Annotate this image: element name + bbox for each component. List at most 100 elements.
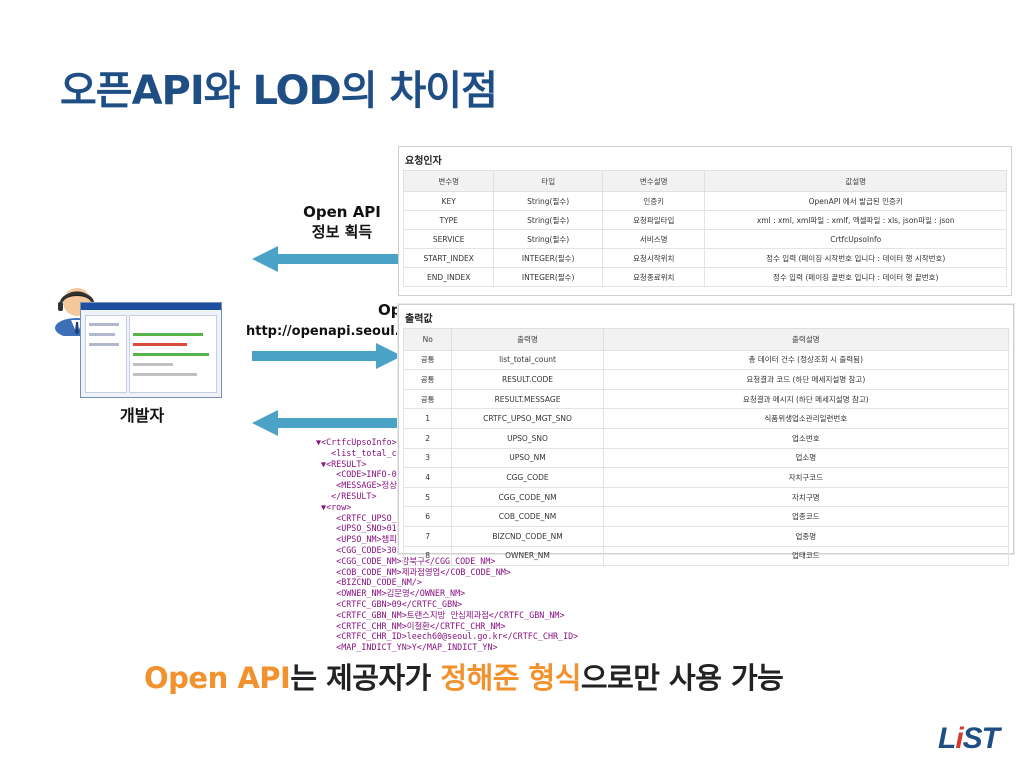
xml-line: <CRTFC_GBN>09</CRTFC_GBN> [316, 598, 463, 609]
table-cell: String(필수) [493, 229, 603, 249]
table-cell: 공통 [402, 369, 453, 390]
table-cell: 4 [402, 467, 453, 488]
table-cell: xml : xml, xml파일 : xmlf, 엑셀파일 : xls, jso… [704, 210, 1007, 230]
table-cell: 요청시작위치 [601, 248, 706, 268]
table-cell: OWNER_NM [451, 545, 604, 567]
table-cell: 7 [402, 525, 453, 547]
table-cell: 식품위생업소관리일련번호 [602, 408, 1010, 429]
table-cell: RESULT.MESSAGE [451, 388, 604, 410]
table-header: 변수설명 [601, 170, 706, 192]
table-cell: 2 [402, 427, 453, 449]
table-cell: 공통 [402, 388, 453, 410]
table-cell: 8 [402, 545, 453, 567]
table-cell: 요청결과 메시지 (하단 메세지설명 참고) [602, 388, 1010, 410]
table-cell: 업종코드 [602, 506, 1010, 527]
table-cell: SERVICE [402, 229, 495, 249]
table-cell: CrtfcUpsoInfo [704, 229, 1007, 249]
developer-label: 개발자 [120, 406, 165, 425]
table-header: 타입 [493, 170, 603, 192]
table-cell: list_total_count [451, 349, 604, 371]
summary-part2: 는 제공자가 [290, 661, 441, 695]
table-cell: 3 [402, 447, 453, 469]
table-header: 출력명 [451, 328, 604, 351]
xml-line: <OWNER_NM>김문영</OWNER_NM> [316, 588, 466, 599]
xml-line: <CRTFC_UPSO_M [316, 512, 402, 523]
table-cell: 정수 입력 (페이징 시작번호 입니다 : 데이터 행 시작번호) [704, 248, 1007, 268]
table-cell: 5 [402, 486, 453, 508]
table-header: No [402, 328, 453, 351]
table-cell: 자치구코드 [602, 467, 1010, 488]
table-cell: START_INDEX [402, 248, 495, 268]
xml-line: <CRTFC_CHR_NM>이철환</CRTFC_CHR_NM> [316, 620, 506, 631]
table-cell: 1 [402, 408, 453, 429]
open-api-label-line1: Open API [303, 203, 381, 221]
table-cell: 업소번호 [602, 427, 1010, 449]
table-cell: 6 [402, 506, 453, 527]
table-cell: 정수 입력 (페이징 끝번호 입니다 : 데이터 행 끝번호) [704, 267, 1007, 287]
table-cell: KEY [402, 191, 495, 211]
xml-line: <MESSAGE>정상 [316, 480, 397, 491]
response-panel-title: 출력값 [405, 314, 433, 325]
open-api-label-line2: 정보 획득 [311, 223, 373, 241]
table-cell: 인증키 [601, 191, 706, 211]
open-api-label: Open API 정보 획득 [294, 202, 390, 242]
table-cell: 요청결과 코드 (하단 메세지설명 참고) [602, 369, 1010, 390]
table-cell: CGG_CODE_NM [451, 486, 604, 508]
xml-line: </RESULT> [316, 490, 377, 501]
table-cell: 공통 [402, 349, 453, 371]
table-cell: UPSO_NM [451, 447, 604, 469]
slide-title: 오픈API와 LOD의 차이점 [60, 68, 498, 114]
logo-part-a: L [938, 722, 956, 755]
arrow-right-middle [252, 343, 402, 369]
table-cell: CGG_CODE [451, 467, 604, 488]
table-cell: TYPE [402, 210, 495, 230]
middle-label: Op [378, 301, 402, 319]
table-cell: String(필수) [493, 191, 603, 211]
summary-part4: 으로만 사용 가능 [580, 661, 784, 695]
developer-screen-thumbnail [80, 302, 222, 398]
xml-line: <CGG_CODE>300 [316, 544, 402, 555]
arrow-left-bottom [252, 410, 402, 436]
table-cell: CRTFC_UPSO_MGT_SNO [451, 408, 604, 429]
table-cell: UPSO_SNO [451, 427, 604, 449]
logo-part-c: ST [962, 722, 1000, 755]
summary-statement: Open API는 제공자가 정해준 형식으로만 사용 가능 [144, 655, 784, 697]
table-header: 값설명 [704, 170, 1007, 192]
table-cell: INTEGER(필수) [493, 267, 603, 287]
table-cell: RESULT.CODE [451, 369, 604, 390]
table-header: 변수명 [402, 170, 495, 192]
xml-line: ▼<RESULT> [316, 458, 367, 469]
xml-line: ▼<CrtfcUpsoInfo> [316, 437, 397, 447]
table-cell: OpenAPI 에서 발급된 인증키 [704, 191, 1007, 211]
table-header: 출력설명 [602, 328, 1010, 351]
api-url-label: http://openapi.seoul. [246, 324, 400, 339]
table-cell: 업소명 [602, 447, 1010, 469]
xml-line: <BIZCND_CODE_NM/> [316, 577, 422, 588]
arrow-left-top [252, 246, 402, 272]
xml-line: <CODE>INFO-00 [316, 469, 402, 480]
table-cell: INTEGER(필수) [493, 248, 603, 268]
xml-line: <COB_CODE_NM>제과점영업</COB_CODE_NM> [316, 566, 511, 577]
table-cell: 총 데이터 건수 (정상조회 시 출력됨) [602, 349, 1010, 371]
xml-line: <UPSO_NM>챔피 [316, 534, 397, 545]
request-panel-title: 요청인자 [405, 156, 442, 167]
xml-line: ▼<row> [316, 501, 352, 512]
